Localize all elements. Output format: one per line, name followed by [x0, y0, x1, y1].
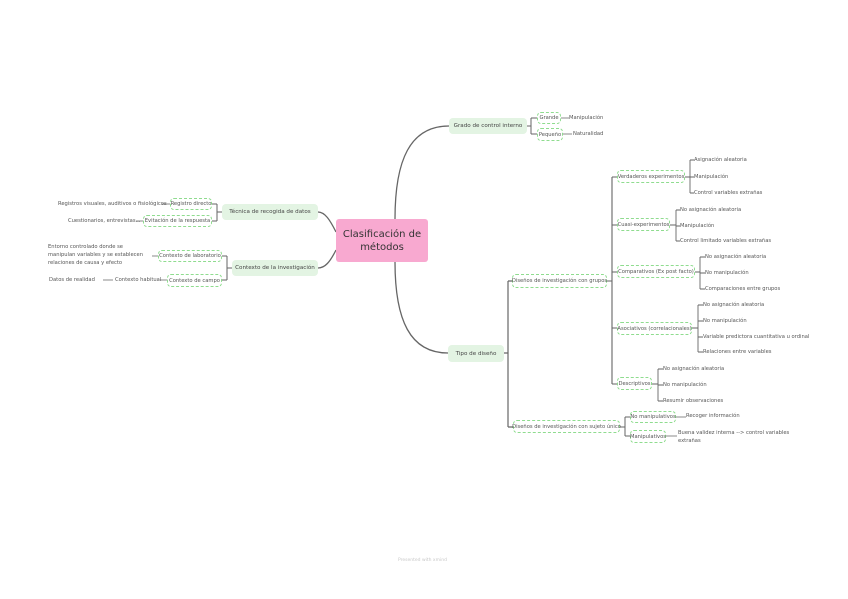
leaf-contexto-habitual[interactable]: Contexto habitual — [115, 277, 162, 283]
leaf[interactable]: Comparaciones entre grupos — [705, 286, 781, 292]
subtopic-campo[interactable]: Contexto de campo — [167, 274, 222, 287]
leaf-registros[interactable]: Registros visuales, auditivos o fisiológ… — [58, 201, 167, 207]
leaf[interactable]: Control limitado variables extrañas — [680, 238, 772, 244]
leaf[interactable]: Asignación aleatoria — [694, 157, 747, 163]
topic-tecnica-recogida[interactable]: Técnica de recogida de datos — [222, 204, 318, 220]
subtopic-grupos[interactable]: Diseños de investigación con grupos — [512, 274, 607, 288]
leaf[interactable]: No manipulación — [703, 318, 747, 324]
subtopic-pequeno[interactable]: Pequeño — [537, 128, 563, 141]
subtopic-comparativos[interactable]: Comparativos (Ex post facto) — [617, 265, 695, 278]
subtopic-sujeto-unico[interactable]: Diseños de investigación con sujeto únic… — [512, 420, 621, 433]
leaf[interactable]: No asignación aleatoria — [663, 366, 725, 372]
leaf-cuestionarios[interactable]: Cuestionarios, entrevistas... — [68, 218, 141, 224]
leaf[interactable]: Variable predictora cuantitativa u ordin… — [703, 334, 810, 340]
leaf-datos-realidad[interactable]: Datos de realidad — [49, 277, 95, 283]
central-topic-line2: métodos — [360, 241, 404, 253]
leaf[interactable]: No manipulación — [705, 270, 749, 276]
topic-grado-control[interactable]: Grado de control interno — [449, 118, 527, 134]
topic-tipo-diseno[interactable]: Tipo de diseño — [448, 345, 504, 362]
leaf[interactable]: No asignación aleatoria — [703, 302, 765, 308]
leaf[interactable]: Control variables extrañas — [694, 190, 763, 196]
central-topic-line1: Clasificación de — [342, 228, 422, 240]
leaf[interactable]: Manipulación — [680, 223, 715, 229]
central-topic[interactable]: Clasificación de métodos — [336, 219, 428, 262]
subtopic-verdaderos[interactable]: Verdaderos experimentos — [617, 170, 685, 183]
leaf[interactable]: No asignación aleatoria — [680, 207, 742, 213]
subtopic-cuasi[interactable]: Cuasi-experimentos — [617, 218, 670, 231]
subtopic-laboratorio[interactable]: Contexto de laboratorio — [158, 250, 222, 262]
topic-contexto[interactable]: Contexto de la investigación — [232, 260, 318, 276]
subtopic-descriptivos[interactable]: Descriptivos — [617, 377, 652, 390]
leaf[interactable]: Relaciones entre variables — [703, 349, 772, 355]
leaf-recoger-informacion[interactable]: Recoger información — [686, 413, 740, 419]
leaf-entorno-controlado[interactable]: Entorno controlado donde se manipulan va… — [48, 244, 144, 266]
leaf[interactable]: Manipulación — [694, 174, 729, 180]
subtopic-evitacion[interactable]: Evitación de la respuesta — [143, 215, 212, 227]
leaf-buena-validez[interactable]: Buena validez interna --> control variab… — [678, 430, 790, 444]
leaf-manipulacion[interactable]: Manipulación — [569, 115, 604, 121]
leaf-naturalidad[interactable]: Naturalidad — [573, 131, 604, 137]
subtopic-asociativos[interactable]: Asociativos (correlacionales) — [617, 322, 692, 335]
subtopic-no-manipulativos[interactable]: No manipulativos — [630, 411, 676, 423]
leaf[interactable]: Resumir observaciones — [663, 398, 724, 404]
leaf[interactable]: No asignación aleatoria — [705, 254, 767, 260]
leaf[interactable]: No manipulación — [663, 382, 707, 388]
subtopic-manipulativos[interactable]: Manipulativos — [630, 430, 666, 443]
footer-credit: Presented with xmind — [398, 558, 447, 563]
subtopic-grande[interactable]: Grande — [537, 112, 561, 124]
subtopic-registro-directo[interactable]: Registro directo — [170, 198, 212, 210]
